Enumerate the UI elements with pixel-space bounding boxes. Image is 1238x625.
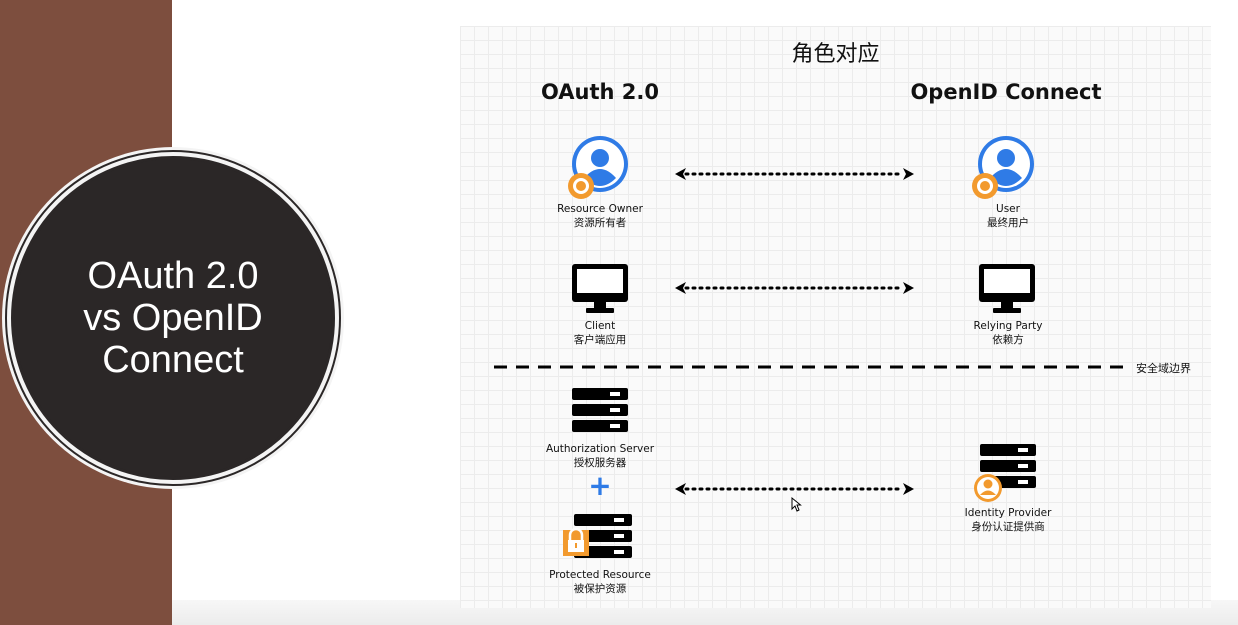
boundary-label: 安全域边界 (1136, 362, 1191, 375)
bidirectional-arrow-icon (675, 483, 914, 495)
title-circle-ring (5, 150, 341, 486)
bidirectional-arrow-icon (675, 282, 914, 294)
authorization-server-en: Authorization Server (545, 443, 655, 455)
openid-heading: OpenID Connect (910, 80, 1102, 104)
resource-owner-en: Resource Owner (557, 203, 643, 215)
server-icon (974, 444, 1036, 502)
relying-party-label: Relying Party 依赖方 (938, 319, 1078, 347)
protected-resource-zh: 被保护资源 (573, 583, 627, 595)
slide-title-line-2: vs OpenID (83, 297, 263, 339)
user-icon (972, 136, 1034, 199)
server-icon (563, 514, 632, 558)
identity-provider-label: Identity Provider 身份认证提供商 (938, 506, 1078, 534)
role-mapping-diagram: 角色对应 OAuth 2.0 OpenID Connect Resource O… (460, 26, 1211, 608)
user-en: User (996, 203, 1020, 215)
client-zh: 客户端应用 (573, 334, 627, 346)
user-label: User 最终用户 (938, 202, 1078, 230)
user-zh: 最终用户 (987, 217, 1029, 229)
monitor-icon (572, 264, 628, 313)
oauth-heading: OAuth 2.0 (541, 80, 659, 104)
authorization-server-zh: 授权服务器 (573, 457, 627, 469)
bidirectional-arrow-icon (675, 168, 914, 180)
client-en: Client (584, 320, 616, 332)
user-icon (568, 136, 628, 199)
slide-title-line-1: OAuth 2.0 (87, 255, 259, 297)
diagram-title: 角色对应 (791, 42, 880, 67)
identity-provider-en: Identity Provider (964, 507, 1052, 519)
resource-owner-label: Resource Owner 资源所有者 (530, 202, 670, 230)
security-boundary-line (494, 365, 1124, 369)
protected-resource-en: Protected Resource (549, 569, 651, 581)
server-icon (572, 388, 628, 432)
user-badge-icon (974, 474, 1002, 502)
slide-title: OAuth 2.0 vs OpenID Connect (58, 255, 288, 381)
title-circle: OAuth 2.0 vs OpenID Connect (11, 156, 335, 480)
protected-resource-label: Protected Resource 被保护资源 (530, 568, 670, 596)
authorization-server-label: Authorization Server 授权服务器 (530, 442, 670, 470)
resource-owner-zh: 资源所有者 (573, 217, 627, 229)
client-label: Client 客户端应用 (530, 319, 670, 347)
relying-party-en: Relying Party (973, 320, 1043, 332)
lock-icon (563, 527, 589, 556)
monitor-icon (979, 264, 1035, 313)
identity-provider-zh: 身份认证提供商 (971, 521, 1045, 533)
mouse-cursor-icon (791, 496, 802, 512)
slide-title-line-3: Connect (102, 339, 244, 381)
relying-party-zh: 依赖方 (992, 334, 1024, 346)
plus-icon: + (588, 469, 612, 502)
